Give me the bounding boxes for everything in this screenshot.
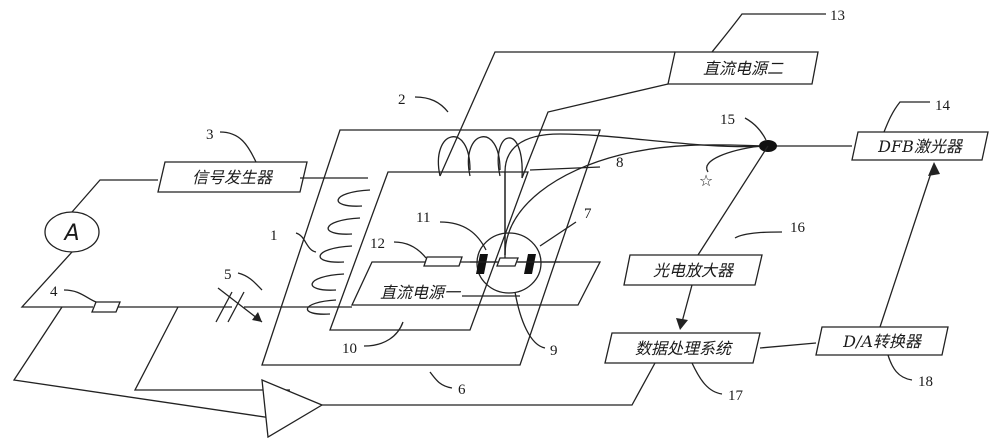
callout-4: 4: [50, 284, 58, 300]
dfb-laser-label: DFB激光器: [877, 137, 964, 156]
wire-ammeter-down: [20, 251, 93, 308]
coil-2: [437, 136, 523, 179]
da-converter-label: D/A转换器: [842, 332, 923, 351]
callout-18: 18: [918, 374, 933, 390]
optical-fiber: [504, 133, 852, 255]
wire-feedback-left: [12, 306, 286, 421]
resistor: [91, 301, 121, 313]
callout-8: 8: [616, 155, 624, 171]
callout-10: 10: [342, 341, 357, 357]
callout-14: 14: [935, 98, 951, 114]
base-plate: [261, 129, 601, 366]
callout-9: 9: [550, 343, 558, 359]
data-processing-label: 数据处理系统: [635, 339, 733, 358]
capacitor-arrow-head: [252, 312, 262, 322]
fiber-to-sample: [504, 144, 771, 256]
callout-1: 1: [270, 228, 278, 244]
wire-coupler-to-amp: [697, 145, 769, 256]
callout-17: 17: [728, 388, 744, 404]
coil-plate: [329, 171, 529, 331]
lockin-amplifier-triangle: [261, 378, 324, 439]
wire-da-to-laser: [879, 169, 933, 328]
callout-7: 7: [584, 206, 592, 222]
coil-1: [306, 189, 371, 315]
fiber-end-star: ☆: [699, 171, 713, 190]
wire-ammeter-to-signal: [71, 179, 158, 213]
sensor-chip: [496, 257, 519, 267]
callout-3: 3: [206, 127, 214, 143]
capacitor-arrow-line: [217, 287, 263, 323]
callout-11: 11: [416, 210, 430, 226]
da-converter-box: [815, 326, 949, 356]
fiber-branch-end: [706, 145, 761, 173]
signal-generator-box: [157, 161, 308, 193]
capacitor-plate-2: [227, 291, 245, 323]
sensor-circle: [476, 232, 542, 294]
callout-5: 5: [224, 267, 232, 283]
photo-amplifier-box: [623, 254, 763, 286]
dc-power-1-label: 直流电源一: [380, 283, 462, 302]
wire-amp-to-dataproc-arrow: [681, 284, 693, 323]
heater-element: [423, 256, 463, 267]
ammeter-label: A: [62, 221, 79, 246]
signal-generator-label: 信号发生器: [192, 168, 274, 187]
callout-16: 16: [790, 220, 806, 236]
electrode-right: [524, 254, 536, 274]
wire-dataproc-to-da: [759, 342, 817, 349]
wire-amp-to-dataproc: [322, 362, 656, 406]
dc-power-2-label: 直流电源二: [703, 59, 784, 78]
callouts: 1 2 3 4 5 6 7 8 9 10 11 12 13 14 15 16: [50, 8, 951, 404]
wire-coil2-right-to-dc2: [521, 83, 669, 179]
arrow-head-da: [928, 162, 940, 176]
callout-15: 15: [720, 112, 735, 128]
callout-13: 13: [830, 8, 845, 24]
dfb-laser-box: [851, 131, 989, 161]
wire-feedback-mid: [133, 306, 290, 391]
arrow-head-amp: [676, 318, 688, 330]
electrode-left: [476, 254, 488, 274]
callout-2: 2: [398, 92, 406, 108]
wire-coil2-to-dc2: [439, 51, 675, 177]
data-processing-box: [604, 332, 761, 364]
callout-6: 6: [458, 382, 466, 398]
dc-power-2-box: [667, 51, 819, 85]
callout-12: 12: [370, 236, 385, 252]
photo-amplifier-label: 光电放大器: [653, 261, 735, 280]
